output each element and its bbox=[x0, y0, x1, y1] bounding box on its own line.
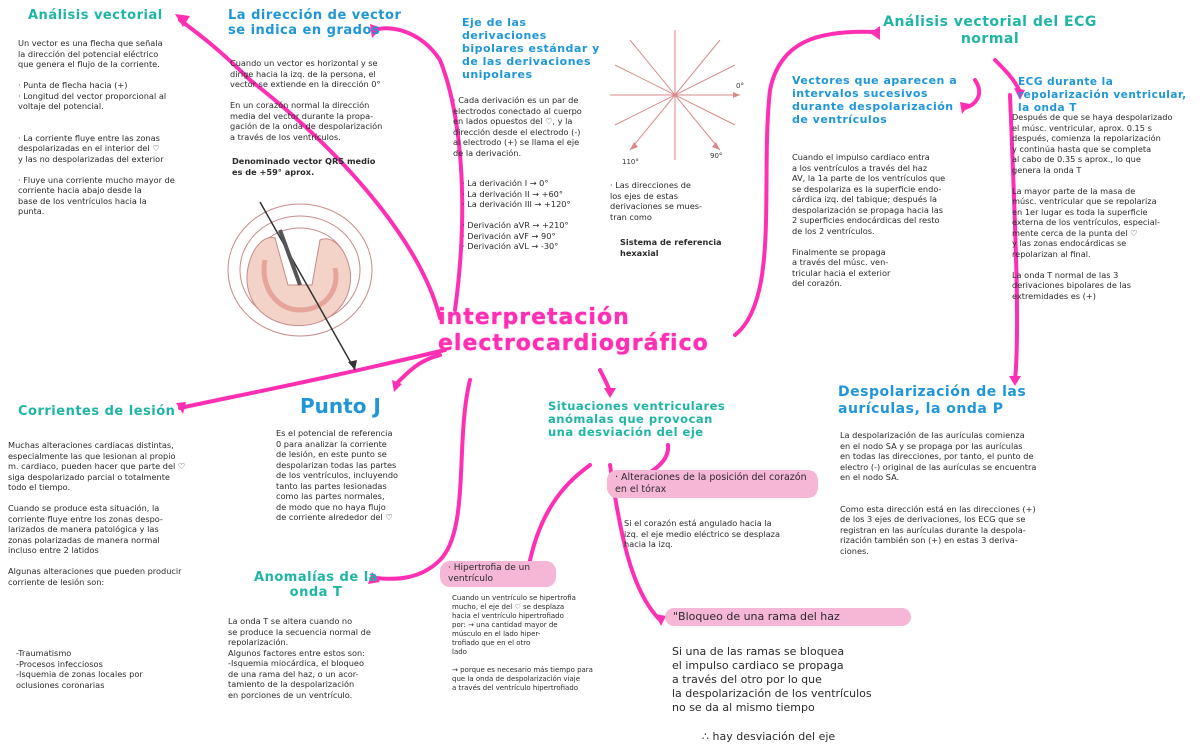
link-hipertrofia bbox=[526, 463, 592, 572]
despol-title: Despolarización de las aurículas, la ond… bbox=[838, 384, 1027, 417]
eje-list: · La derivación I → 0° · La derivación I… bbox=[462, 178, 571, 251]
alteraciones-body: Si el corazón está angulado hacia la izq… bbox=[624, 518, 780, 549]
analisis-body: Un vector es una flecha que señala la di… bbox=[18, 38, 175, 216]
vectores-body: Cuando el impulso cardiaco entra a los v… bbox=[792, 152, 946, 288]
direccion-emphasis: Denominado vector QRS medio es de +59° a… bbox=[232, 156, 376, 177]
heart-vector-illustration bbox=[227, 201, 373, 371]
hex-label-110: 110° bbox=[622, 158, 639, 166]
corrientes-title: Corrientes de lesión bbox=[18, 404, 176, 419]
repol-title: ECG durante la repolarización ventricula… bbox=[1018, 76, 1187, 114]
hex-label-90: 90° bbox=[710, 152, 722, 160]
repol-body: Después de que se haya despolarizado el … bbox=[1012, 112, 1173, 301]
eje-title: Eje de las derivaciones bipolares estánd… bbox=[462, 16, 600, 81]
eje-body: · Cada derivación es un par de electrodo… bbox=[453, 95, 582, 158]
link-puntoj bbox=[393, 353, 442, 387]
center-title: interpretación electrocardiográfico bbox=[438, 305, 709, 356]
hex-label-0: 0° bbox=[736, 82, 744, 90]
link-repol bbox=[993, 58, 1022, 94]
despol-body: La despolarización de las aurículas comi… bbox=[840, 430, 1037, 556]
link-situaciones bbox=[598, 368, 612, 394]
anomalias-title: Anomalías de la onda T bbox=[254, 570, 378, 600]
punto-j-title: Punto J bbox=[300, 394, 381, 418]
bloqueo-conclusion: ∴ hay desviación del eje bbox=[702, 730, 836, 743]
direccion-title: La dirección de vector se indica en grad… bbox=[228, 8, 402, 38]
alteraciones-title: · Alteraciones de la posición del corazó… bbox=[607, 470, 818, 498]
hexaxial-body: · Las direcciones de los ejes de estas d… bbox=[610, 180, 702, 222]
hipertrofia-body: Cuando un ventrículo se hipertrofia much… bbox=[452, 594, 593, 692]
punto-j-body: Es el potencial de referencia 0 para ana… bbox=[276, 428, 399, 522]
link-vectores bbox=[963, 78, 982, 110]
vectores-title: Vectores que aparecen a intervalos suces… bbox=[792, 74, 958, 126]
anomalias-body: La onda T se altera cuando no se produce… bbox=[228, 616, 371, 700]
corrientes-body: Muchas alteraciones cardiacas distintas,… bbox=[8, 440, 186, 587]
corrientes-list: -Traumatismo -Procesos infecciosos -Isqu… bbox=[16, 648, 143, 690]
situaciones-title: Situaciones ventriculares anómalas que p… bbox=[548, 399, 726, 439]
direccion-body: Cuando un vector es horizontal y se diri… bbox=[230, 58, 383, 142]
bloqueo-body: Si una de las ramas se bloquea el impuls… bbox=[672, 645, 872, 714]
analisis-ecg-title: Análisis vectorial del ECG normal bbox=[883, 14, 1097, 47]
hexaxial-diagram: 0° 110° 90° bbox=[610, 30, 744, 166]
hexaxial-emphasis: Sistema de referencia hexaxial bbox=[620, 237, 722, 258]
analisis-title: Análisis vectorial bbox=[28, 8, 163, 23]
bloqueo-title: "Bloqueo de una rama del haz bbox=[665, 608, 911, 626]
vector-arrow-line bbox=[259, 201, 356, 371]
hipertrofia-title: · Hipertrofia de un ventrículo bbox=[440, 561, 556, 587]
